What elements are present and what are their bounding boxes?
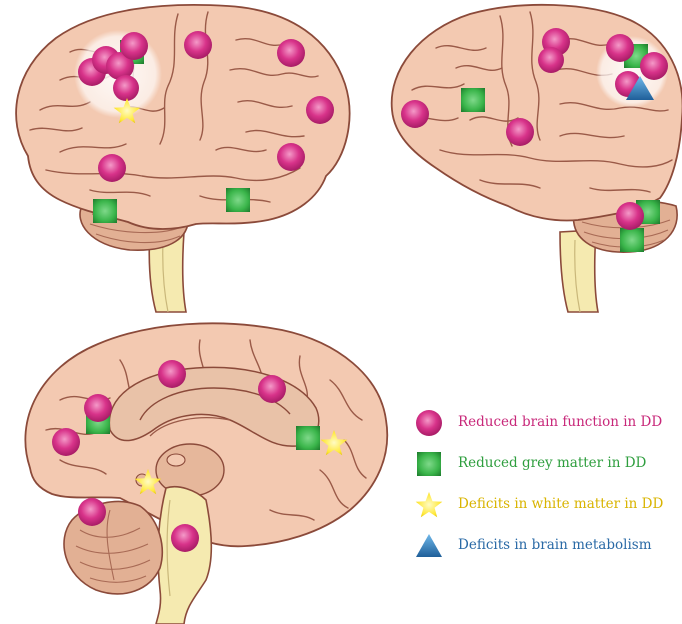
circle-marker-icon bbox=[414, 408, 444, 438]
circle-marker-icon bbox=[98, 154, 126, 182]
square-marker-icon bbox=[620, 228, 644, 252]
legend-item-brain-function: Reduced brain function in DD bbox=[414, 408, 682, 438]
circle-marker-icon bbox=[506, 118, 534, 146]
circle-marker-icon bbox=[401, 100, 429, 128]
circle-marker-icon bbox=[606, 34, 634, 62]
legend-label-grey-matter: Reduced grey matter in DD bbox=[458, 455, 646, 471]
triangle-marker-icon bbox=[414, 531, 444, 561]
circle-marker-icon bbox=[171, 524, 199, 552]
circle-marker-icon bbox=[538, 47, 564, 73]
circle-marker-icon bbox=[184, 31, 212, 59]
legend-item-white-matter: Deficits in white matter in DD bbox=[414, 490, 682, 520]
square-marker-icon bbox=[226, 188, 250, 212]
circle-marker-icon bbox=[84, 394, 112, 422]
circle-marker-icon bbox=[306, 96, 334, 124]
square-marker-icon bbox=[296, 426, 320, 450]
legend-item-brain-metabolism: Deficits in brain metabolism bbox=[414, 531, 682, 561]
circle-marker-icon bbox=[78, 498, 106, 526]
circle-marker-icon bbox=[616, 202, 644, 230]
legend-item-grey-matter: Reduced grey matter in DD bbox=[414, 449, 682, 479]
circle-marker-icon bbox=[640, 52, 668, 80]
circle-marker-icon bbox=[258, 375, 286, 403]
circle-marker-icon bbox=[277, 39, 305, 67]
circle-marker-icon bbox=[158, 360, 186, 388]
square-marker-icon bbox=[461, 88, 485, 112]
brain-sagittal bbox=[25, 323, 387, 624]
circle-marker-icon bbox=[277, 143, 305, 171]
legend-label-white-matter: Deficits in white matter in DD bbox=[458, 496, 663, 512]
square-marker-icon bbox=[93, 199, 117, 223]
circle-marker-icon bbox=[113, 75, 139, 101]
star-marker-icon bbox=[414, 490, 444, 520]
circle-marker-icon bbox=[120, 32, 148, 60]
square-marker-icon bbox=[414, 449, 444, 479]
legend-label-brain-function: Reduced brain function in DD bbox=[458, 414, 662, 430]
circle-marker-icon bbox=[52, 428, 80, 456]
legend-label-brain-metabolism: Deficits in brain metabolism bbox=[458, 537, 652, 553]
